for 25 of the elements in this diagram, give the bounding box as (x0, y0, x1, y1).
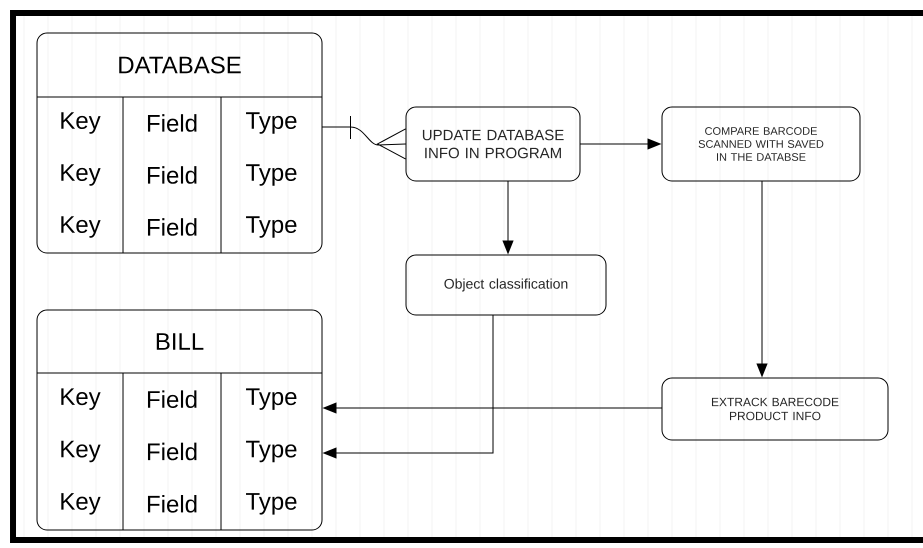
table-cell: Field (148, 218, 196, 236)
table-cell: Type (246, 493, 296, 515)
table-cell: Field (148, 166, 196, 184)
table-cell: Key (61, 216, 101, 238)
table-heading: DATABASE (119, 56, 241, 74)
table-cell: Key (61, 112, 101, 134)
process-box: Object classification (406, 254, 606, 316)
table-cell: Key (61, 493, 101, 515)
table-cell: Key (61, 164, 101, 186)
table-cell: Field (148, 390, 196, 408)
table-cell: Key (61, 388, 101, 410)
table-heading: BILL (156, 333, 204, 350)
table-cell: Type (246, 112, 296, 134)
table-cell: Field (148, 442, 196, 460)
process-box: COMPARE BARCODE SCANNED WITH SAVED IN THE DATABSE (662, 106, 860, 182)
table-cell: Type (246, 164, 296, 186)
table-cell: Field (148, 495, 196, 513)
process-box: UPDATE DATABASE INFO IN PROGRAM (406, 106, 580, 182)
process-box: EXTRACK BARECODE PRODUCT INFO (662, 378, 888, 440)
connector (322, 116, 406, 160)
table-cell: Type (246, 216, 296, 238)
table-cell: Key (61, 440, 101, 462)
table-cell: Type (246, 388, 296, 410)
table-cell: Type (246, 440, 296, 462)
table-cell: Field (148, 114, 196, 132)
